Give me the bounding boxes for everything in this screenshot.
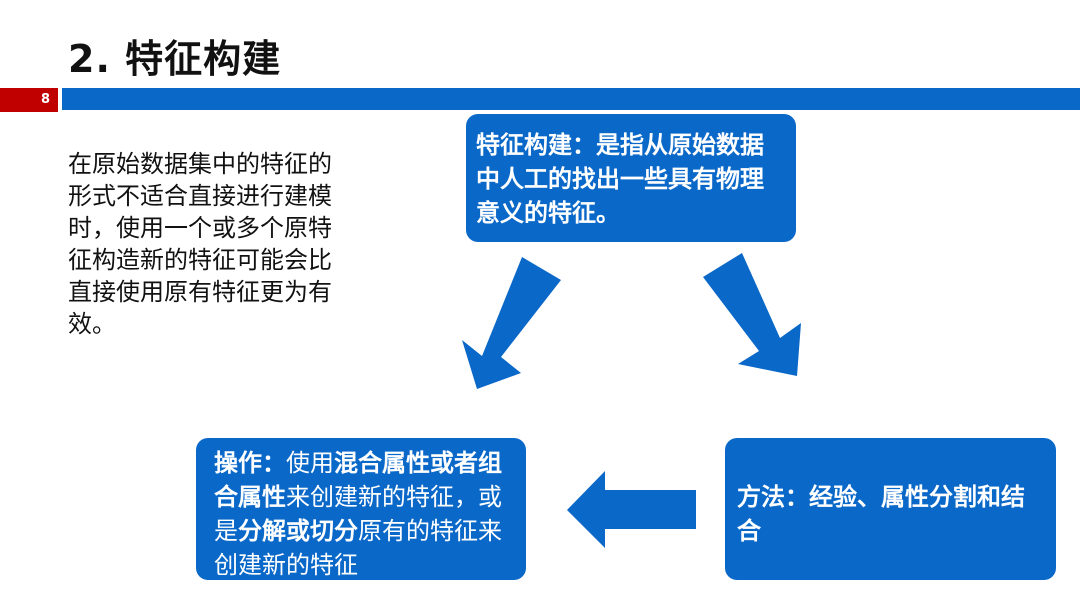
arrow-left — [567, 471, 696, 548]
page-title: 2. 特征构建 — [68, 37, 282, 81]
method-box: 方法：经验、属性分割和结合 — [725, 438, 1056, 580]
header-bar — [62, 88, 1080, 110]
operation-bold-1: 混合属性或者组合属性 — [214, 449, 502, 511]
operation-text-2: 来创建新的特征，或是 — [214, 483, 502, 545]
operation-label: 操作： — [214, 449, 286, 477]
operation-bold-2: 分解或切分 — [238, 517, 358, 545]
page-number-badge: 8 — [0, 88, 58, 112]
feature-construction-box: 特征构建：是指从原始数据中人工的找出一些具有物理意义的特征。 — [466, 114, 796, 242]
operation-text-3: 原有的特征来创建新的特征 — [214, 517, 502, 579]
operation-box: 操作：使用混合属性或者组合属性来创建新的特征，或是分解或切分原有的特征来创建新的… — [196, 438, 526, 580]
arrow-down-left — [462, 257, 561, 389]
intro-paragraph: 在原始数据集中的特征的形式不适合直接进行建模时，使用一个或多个原特征构造新的特征… — [68, 150, 332, 338]
arrow-down-right — [703, 253, 801, 376]
method-text: 方法：经验、属性分割和结合 — [737, 483, 1025, 545]
operation-text-1: 使用 — [286, 449, 334, 477]
feature-construction-text: 特征构建：是指从原始数据中人工的找出一些具有物理意义的特征。 — [476, 131, 764, 227]
